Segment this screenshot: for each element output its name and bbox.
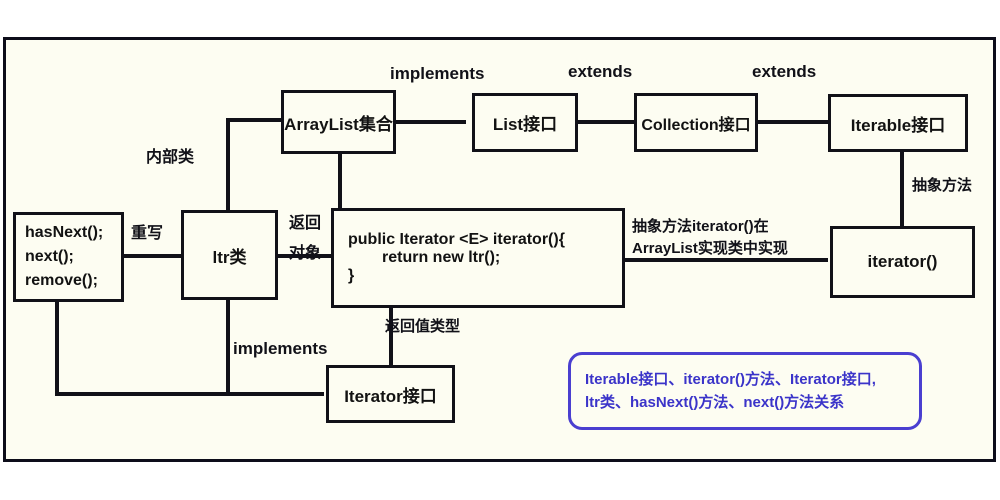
edge-list-to-collection: [578, 120, 634, 124]
node-code-block[interactable]: public Iterator <E> iterator(){ return n…: [331, 208, 625, 308]
code-line-close-brace: }: [348, 267, 355, 284]
code-line-signature: public Iterator <E> iterator(){: [348, 231, 565, 248]
node-iterator-methods-next: next();: [25, 248, 74, 265]
edge-label-return-object-2: 对象: [289, 245, 322, 262]
edge-label-implements-top: implements: [390, 64, 485, 83]
node-iterator-method-label: iterator(): [867, 252, 938, 271]
node-itr-class[interactable]: ltr类: [181, 210, 278, 300]
edge-itr-innerclass-horizontal: [226, 118, 283, 122]
edge-label-return-type: 返回值类型: [385, 318, 461, 335]
edge-label-inner-class: 内部类: [146, 149, 195, 166]
edge-label-extends-1: extends: [568, 62, 633, 81]
edge-code-to-iterator-method: [625, 258, 828, 262]
edge-itr-to-code: [278, 254, 333, 258]
node-arraylist[interactable]: ArrayList集合: [281, 90, 396, 154]
node-iterable-interface-label: Iterable接口: [850, 115, 946, 135]
edge-label-abstract-method: 抽象方法: [912, 177, 973, 194]
edge-arraylist-to-code: [338, 152, 342, 210]
edge-hasnext-down-horizontal: [55, 392, 230, 396]
edge-label-abstract-impl-note-1: 抽象方法iterator()在: [632, 218, 769, 235]
node-iterator-methods-hasnext: hasNext();: [25, 224, 104, 241]
edge-label-implements-bottom: implements: [233, 339, 328, 358]
node-iterator-methods-remove: remove();: [25, 272, 98, 289]
code-line-return: return new ltr();: [382, 249, 501, 266]
node-iterator-method[interactable]: iterator(): [830, 226, 975, 298]
node-itr-class-label: ltr类: [212, 247, 247, 267]
node-arraylist-label: ArrayList集合: [284, 114, 393, 134]
edge-itr-implements-vertical: [226, 298, 230, 394]
node-collection-interface-label: Collection接口: [641, 116, 751, 134]
node-list-interface[interactable]: List接口: [472, 93, 578, 152]
edge-itr-innerclass-vertical: [226, 120, 230, 212]
edge-collection-to-iterable: [758, 120, 830, 124]
legend-line-1: Iterable接口、iterator()方法、Iterator接口,: [585, 370, 876, 388]
edge-iterable-to-iterator-method: [900, 150, 904, 228]
node-iterator-methods[interactable]: hasNext(); next(); remove();: [13, 212, 124, 302]
edge-label-override: 重写: [131, 225, 164, 242]
node-list-interface-label: List接口: [492, 115, 558, 134]
node-collection-interface[interactable]: Collection接口: [634, 93, 758, 152]
edge-label-abstract-impl-note-2: ArrayList实现类中实现: [632, 240, 788, 257]
node-iterator-interface-label: Iterator接口: [344, 386, 437, 406]
edge-code-to-iterator-interface: [389, 306, 393, 367]
legend-line-2: ltr类、hasNext()方法、next()方法关系: [585, 394, 845, 411]
node-iterable-interface[interactable]: Iterable接口: [828, 94, 968, 152]
edge-itr-implements-horizontal: [226, 392, 324, 396]
edge-label-return-object-1: 返回: [289, 215, 322, 232]
edge-hasnext-to-itr: [124, 254, 183, 258]
legend-box: Iterable接口、iterator()方法、Iterator接口, ltr类…: [568, 352, 922, 430]
edge-label-extends-2: extends: [752, 62, 817, 81]
edge-hasnext-down-vertical: [55, 300, 59, 394]
edge-arraylist-to-list: [396, 120, 466, 124]
node-iterator-interface[interactable]: Iterator接口: [326, 365, 455, 423]
